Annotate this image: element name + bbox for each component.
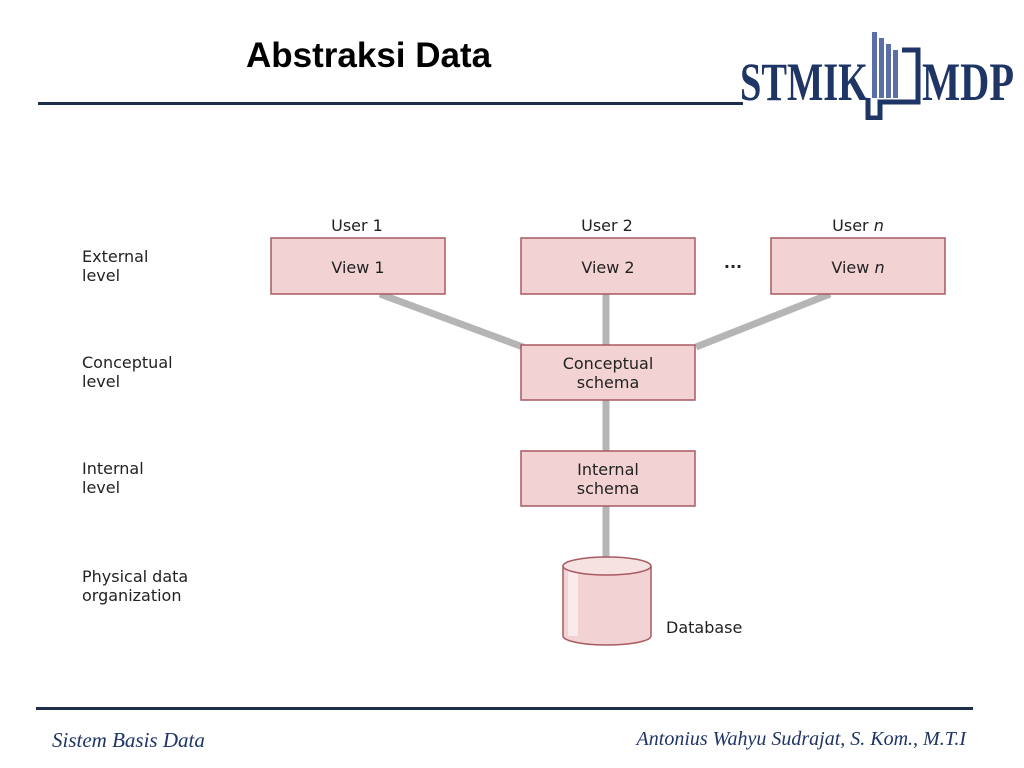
footer-rule — [36, 707, 973, 710]
physical-level-label-2: organization — [82, 586, 181, 605]
logo-emblem-icon — [865, 32, 921, 120]
view-n-box: View n — [770, 237, 946, 295]
user-n-label: User n — [832, 216, 884, 235]
conceptual-schema-label-2: schema — [577, 373, 640, 392]
view-2-box: View 2 — [520, 237, 696, 295]
view-1-box: View 1 — [270, 237, 446, 295]
internal-schema-label-1: Internal — [577, 460, 639, 479]
conceptual-level-label-1: Conceptual — [82, 353, 173, 372]
user-n-prefix: User — [832, 216, 874, 235]
user-n-italic: n — [874, 216, 884, 235]
footer-course-title: Sistem Basis Data — [52, 728, 205, 752]
view-2-label: View 2 — [581, 258, 634, 277]
view-n-prefix: View — [831, 258, 874, 277]
user-1-label: User 1 — [331, 216, 383, 235]
internal-level-label-1: Internal — [82, 459, 144, 478]
slide-title: Abstraksi Data — [246, 36, 492, 75]
connector-view1-conceptual — [378, 290, 525, 351]
logo-right-text: MDP — [922, 52, 1014, 112]
connector-viewn-conceptual — [694, 290, 832, 351]
user-2-label: User 2 — [581, 216, 633, 235]
database-label: Database — [666, 618, 742, 637]
stmik-mdp-logo: STMIK MDP — [740, 32, 1014, 120]
internal-level-label-2: level — [82, 478, 120, 497]
internal-schema-label-2: schema — [577, 479, 640, 498]
database-cylinder-icon — [562, 556, 652, 646]
title-underline — [38, 102, 743, 105]
view-n-label: View n — [831, 258, 884, 277]
conceptual-schema-box: Conceptual schema — [520, 344, 696, 401]
conceptual-level-label-2: level — [82, 372, 120, 391]
footer-author: Antonius Wahyu Sudrajat, S. Kom., M.T.I — [636, 728, 966, 750]
views-ellipsis: ... — [724, 253, 742, 272]
view-n-italic: n — [874, 258, 884, 277]
conceptual-schema-label-1: Conceptual — [563, 354, 654, 373]
logo-left-text: STMIK — [740, 52, 868, 112]
internal-schema-box: Internal schema — [520, 450, 696, 507]
physical-level-label-1: Physical data — [82, 567, 188, 586]
connectors — [378, 290, 832, 562]
view-1-label: View 1 — [331, 258, 384, 277]
external-level-label-2: level — [82, 266, 120, 285]
external-level-label-1: External — [82, 247, 148, 266]
